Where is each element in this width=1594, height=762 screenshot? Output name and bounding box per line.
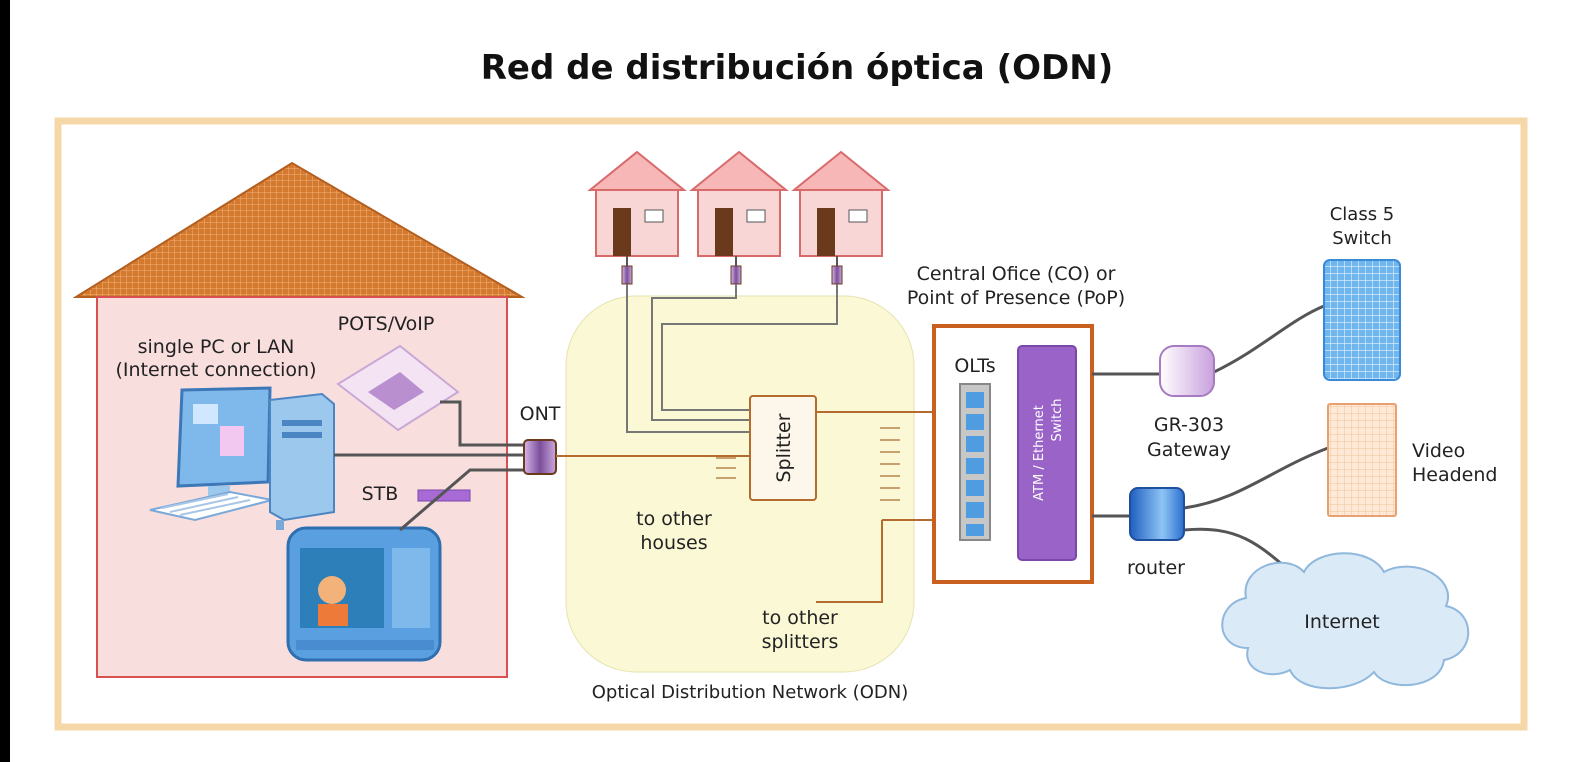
router-icon: [1129, 487, 1185, 541]
gateway-label-line2: Gateway: [1147, 439, 1231, 461]
home-cables: [334, 400, 524, 532]
odn-label: Optical Distribution Network (ODN): [592, 682, 908, 703]
co-label-line1: Central Ofice (CO) or: [917, 263, 1116, 285]
olt-rack: [959, 383, 991, 541]
atm-switch-label-2: Switch: [1050, 399, 1065, 442]
splitter-label: Splitter: [773, 413, 795, 482]
to-other-houses-line1: to other: [636, 508, 712, 530]
computer-icon: [149, 386, 335, 530]
house-fibers: [626, 284, 838, 433]
switch-icon: [1323, 259, 1401, 381]
house-icon-3: [791, 150, 891, 257]
house-icon-1: [587, 150, 687, 257]
gateway-device: [1159, 345, 1215, 397]
video-label-line1: Video: [1412, 440, 1465, 462]
set-top-box-icon: [417, 489, 471, 502]
olts-label: OLTs: [954, 355, 995, 377]
ont-label: ONT: [520, 403, 561, 425]
atm-ethernet-switch: [1017, 345, 1077, 561]
class5-label-line2: Switch: [1332, 228, 1392, 249]
dashes-other-houses: [716, 457, 736, 479]
ont-device: [523, 439, 557, 475]
co-label-line2: Point of Presence (PoP): [907, 287, 1125, 309]
to-other-houses-line2: houses: [640, 532, 707, 554]
splitter-box: [749, 395, 817, 501]
stb-label: STB: [362, 483, 399, 505]
atm-switch-label-1: ATM / Ethernet: [1032, 405, 1047, 501]
house-ont-3: [831, 265, 843, 285]
dashes-other-splitters: [880, 427, 900, 501]
internet-label: Internet: [1304, 611, 1379, 633]
pc-label-line2: (Internet connection): [116, 359, 317, 381]
to-other-splitters-line2: splitters: [762, 631, 839, 653]
gateway-label-line1: GR-303: [1154, 414, 1224, 436]
house-ont-1: [621, 265, 633, 285]
tv-icon: [286, 526, 442, 662]
odn-area: [565, 295, 915, 673]
left-edge-bar: [0, 0, 10, 762]
house-icon-2: [689, 150, 789, 257]
video-headend-device: [1327, 403, 1397, 517]
pots-label: POTS/VoIP: [338, 313, 435, 335]
page-title: Red de distribución óptica (ODN): [480, 48, 1114, 88]
router-label: router: [1127, 557, 1185, 579]
pc-label-line1: single PC or LAN: [138, 336, 295, 358]
class5-label-line1: Class 5: [1330, 204, 1395, 225]
video-label-line2: Headend: [1412, 464, 1497, 486]
house-ont-2: [730, 265, 742, 285]
phone-icon: [336, 344, 460, 432]
to-other-splitters-line1: to other: [762, 607, 838, 629]
cloud-icon: [1221, 552, 1470, 690]
